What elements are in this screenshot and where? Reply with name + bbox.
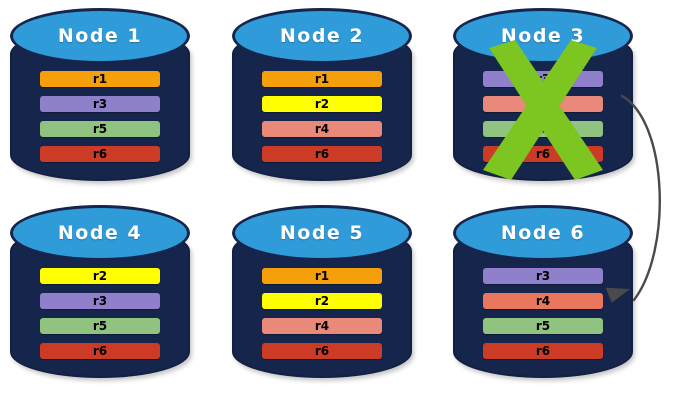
node-label: Node 6 [500,222,586,244]
record-bar[interactable]: r5 [40,121,160,137]
record-label: r5 [535,122,551,136]
record-bar[interactable]: r6 [40,343,160,359]
record-label: r5 [92,122,108,136]
record-list: r2 r3 r5 r6 [10,260,190,375]
record-label: r6 [314,147,330,161]
record-label: r5 [535,319,551,333]
record-list: r3 r4 r5 r6 [453,260,633,375]
node-label: Node 1 [57,25,143,47]
record-list: r1 r2 r4 r6 [232,63,412,178]
cylinder-top: Node 2 [232,8,412,64]
cylinder-top: Node 1 [10,8,190,64]
record-bar[interactable]: r1 [40,71,160,87]
record-bar[interactable]: r1 [262,268,382,284]
record-label: r1 [92,72,108,86]
record-label: r2 [314,97,330,111]
cylinder-top: Node 5 [232,205,412,261]
record-list: r1 r3 r5 r6 [10,63,190,178]
record-label: r5 [92,319,108,333]
record-label: r4 [535,97,551,111]
node-3[interactable]: Node 3 r3 r4 r5 r6 [453,8,633,181]
record-bar[interactable]: r6 [40,146,160,162]
record-bar[interactable]: r4 [483,96,603,112]
node-4[interactable]: Node 4 r2 r3 r5 r6 [10,205,190,378]
node-label: Node 3 [500,25,586,47]
record-bar[interactable]: r5 [40,318,160,334]
record-label: r3 [535,72,551,86]
record-label: r4 [535,294,551,308]
record-bar[interactable]: r6 [262,146,382,162]
cylinder-top: Node 4 [10,205,190,261]
record-label: r3 [92,294,108,308]
node-1[interactable]: Node 1 r1 r3 r5 r6 [10,8,190,181]
cylinder-top: Node 6 [453,205,633,261]
record-bar[interactable]: r5 [483,318,603,334]
record-bar[interactable]: r3 [40,293,160,309]
record-bar[interactable]: r4 [262,121,382,137]
node-label: Node 2 [279,25,365,47]
record-label: r2 [314,294,330,308]
record-bar[interactable]: r1 [262,71,382,87]
record-label: r3 [92,97,108,111]
record-bar[interactable]: r6 [483,343,603,359]
node-5[interactable]: Node 5 r1 r2 r4 r6 [232,205,412,378]
node-6[interactable]: Node 6 r3 r4 r5 r6 [453,205,633,378]
cylinder-top: Node 3 [453,8,633,64]
record-bar[interactable]: r3 [483,268,603,284]
node-label: Node 5 [279,222,365,244]
record-bar[interactable]: r3 [483,71,603,87]
record-list: r1 r2 r4 r6 [232,260,412,375]
node-2[interactable]: Node 2 r1 r2 r4 r6 [232,8,412,181]
record-label: r6 [535,344,551,358]
record-bar[interactable]: r2 [262,96,382,112]
record-bar[interactable]: r2 [262,293,382,309]
record-bar[interactable]: r5 [483,121,603,137]
record-label: r4 [314,319,330,333]
record-list: r3 r4 r5 r6 [453,63,633,178]
record-bar[interactable]: r6 [262,343,382,359]
record-bar[interactable]: r2 [40,268,160,284]
record-label: r6 [314,344,330,358]
record-label: r3 [535,269,551,283]
record-label: r1 [314,72,330,86]
record-label: r6 [535,147,551,161]
record-bar[interactable]: r4 [483,293,603,309]
record-label: r6 [92,147,108,161]
record-label: r4 [314,122,330,136]
record-bar[interactable]: r6 [483,146,603,162]
node-label: Node 4 [57,222,143,244]
record-label: r6 [92,344,108,358]
record-bar[interactable]: r4 [262,318,382,334]
record-label: r1 [314,269,330,283]
record-bar[interactable]: r3 [40,96,160,112]
record-label: r2 [92,269,108,283]
